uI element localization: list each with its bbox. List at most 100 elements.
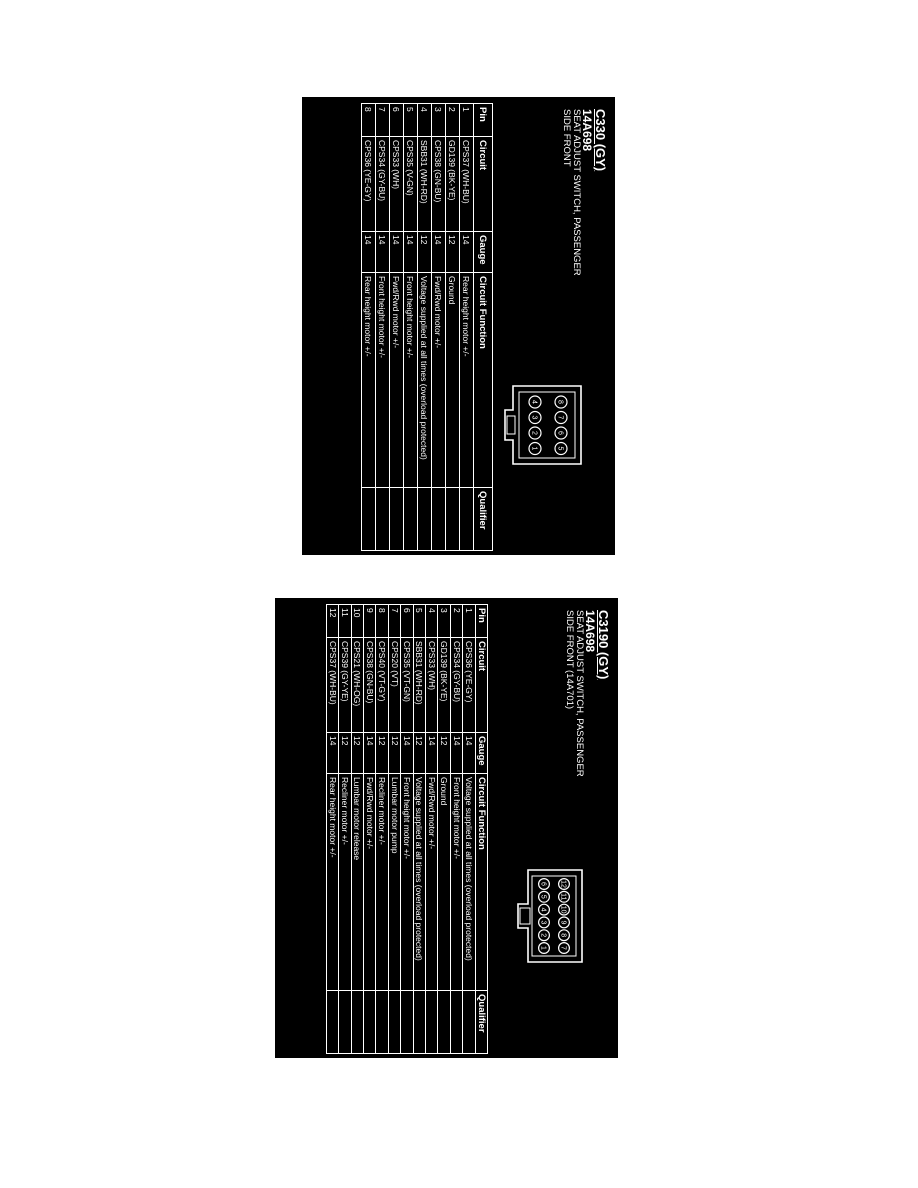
- pin-cell: 8: [375, 604, 389, 638]
- qualifier-cell: [363, 990, 376, 1054]
- pin-table: Pin Circuit Gauge Circuit Function Quali…: [326, 604, 488, 1054]
- function-cell: Front height motor +/-: [450, 773, 463, 991]
- circuit-cell: CPS36 (YE-GY): [361, 136, 376, 232]
- cavity-9: 9: [557, 916, 570, 929]
- description-line-2: SIDE FRONT: [560, 109, 572, 167]
- gauge-cell: 14: [459, 231, 474, 273]
- col-header-gauge: Gauge: [473, 231, 493, 273]
- qualifier-cell: [375, 487, 390, 551]
- qualifier-cell: [389, 487, 404, 551]
- cavity-number: 1: [531, 447, 538, 451]
- circuit-cell: CPS34 (GY-BU): [375, 136, 390, 232]
- cavity-6: 6: [554, 426, 568, 440]
- gauge-cell: 14: [462, 732, 476, 774]
- col-header-function: Circuit Function: [473, 272, 493, 488]
- gauge-cell: 12: [388, 732, 401, 774]
- circuit-cell: CPS20 (VT): [388, 637, 401, 733]
- description-line-2: SIDE FRONT (14A701): [563, 610, 575, 710]
- function-cell: Rear height motor +/-: [326, 773, 339, 991]
- part-number: 14A698: [580, 109, 595, 152]
- qualifier-cell: [400, 990, 414, 1054]
- pin-cell: 4: [417, 103, 432, 137]
- function-cell: Rear height motor +/-: [361, 272, 376, 488]
- function-cell: Fwd/Rwd motor +/-: [431, 272, 446, 488]
- gauge-cell: 12: [413, 732, 426, 774]
- pin-cell: 6: [400, 604, 414, 638]
- connector-panel-c3190: C3190 (GY) 14A698 SEAT ADJUST SWITCH, PA…: [275, 598, 618, 1058]
- circuit-cell: SBB31 (WH-RD): [413, 637, 426, 733]
- part-number: 14A698: [583, 610, 598, 653]
- function-cell: Ground: [437, 773, 451, 991]
- function-cell: Ground: [445, 272, 460, 488]
- gauge-cell: 14: [450, 732, 463, 774]
- cavity-circle: [528, 426, 542, 440]
- gauge-cell: 14: [375, 231, 390, 273]
- col-header-gauge: Gauge: [475, 732, 488, 774]
- cavity-circle: [557, 878, 570, 891]
- qualifier-cell: [326, 990, 339, 1054]
- circuit-cell: CPS39 (GY-YE): [338, 637, 352, 733]
- col-header-pin: Pin: [473, 103, 493, 137]
- function-cell: Front height motor +/-: [375, 272, 390, 488]
- circuit-cell: GD139 (BK-YE): [445, 136, 460, 232]
- circuit-cell: CPS33 (WH): [389, 136, 404, 232]
- qualifier-cell: [338, 990, 352, 1054]
- cavity-3: 3: [528, 410, 542, 425]
- description-line-1: SEAT ADJUST SWITCH, PASSENGER: [573, 610, 585, 777]
- cavity-number: 5: [540, 895, 547, 899]
- qualifier-cell: [450, 990, 463, 1054]
- connector-id: C3190 (GY): [596, 610, 611, 680]
- qualifier-cell: [425, 990, 438, 1054]
- cavity-number: 12: [560, 880, 567, 888]
- cavity-number: 4: [531, 400, 538, 404]
- cavity-6: 6: [538, 878, 551, 891]
- gauge-cell: 14: [400, 732, 414, 774]
- qualifier-cell: [351, 990, 364, 1054]
- gauge-cell: 14: [361, 231, 376, 273]
- function-cell: Recliner motor +/-: [338, 773, 352, 991]
- col-header-function: Circuit Function: [475, 773, 488, 991]
- rotated-content: C330 (GY) 14A698 SEAT ADJUST SWITCH, PAS…: [302, 97, 615, 555]
- qualifier-cell: [361, 487, 376, 551]
- description-line-1: SEAT ADJUST SWITCH, PASSENGER: [570, 109, 582, 276]
- cavity-4: 4: [528, 395, 542, 409]
- gauge-cell: 12: [351, 732, 364, 774]
- function-cell: Lumbar motor pump: [388, 773, 401, 991]
- cavity-number: 2: [540, 933, 547, 937]
- col-header-circuit: Circuit: [475, 637, 488, 733]
- gauge-cell: 12: [338, 732, 352, 774]
- cavity-number: 7: [560, 946, 567, 950]
- cavity-10: 10: [557, 903, 570, 916]
- function-cell: Voltage supplied at all times (overload …: [417, 272, 432, 488]
- gauge-cell: 12: [437, 732, 451, 774]
- circuit-cell: CPS34 (GY-BU): [450, 637, 463, 733]
- gauge-cell: 14: [425, 732, 438, 774]
- cavity-3: 3: [538, 916, 551, 929]
- pin-cell: 2: [450, 604, 463, 638]
- circuit-cell: CPS40 (VT-GY): [375, 637, 389, 733]
- col-header-pin: Pin: [475, 604, 488, 638]
- circuit-cell: CPS37 (WH-BU): [326, 637, 339, 733]
- cavity-circle: [538, 878, 551, 891]
- qualifier-cell: [437, 990, 451, 1054]
- gauge-cell: 14: [403, 231, 418, 273]
- circuit-cell: CPS38 (GN-BU): [431, 136, 446, 232]
- cavity-circle: [557, 941, 570, 954]
- pin-cell: 11: [338, 604, 352, 638]
- pin-cell: 5: [413, 604, 426, 638]
- qualifier-cell: [431, 487, 446, 551]
- function-cell: Front height motor +/-: [400, 773, 414, 991]
- qualifier-cell: [375, 990, 389, 1054]
- cavity-8: 8: [554, 395, 568, 409]
- circuit-cell: CPS33 (WH): [425, 637, 438, 733]
- function-cell: Voltage supplied at all times (overload …: [462, 773, 476, 991]
- cavity-circle: [554, 426, 568, 440]
